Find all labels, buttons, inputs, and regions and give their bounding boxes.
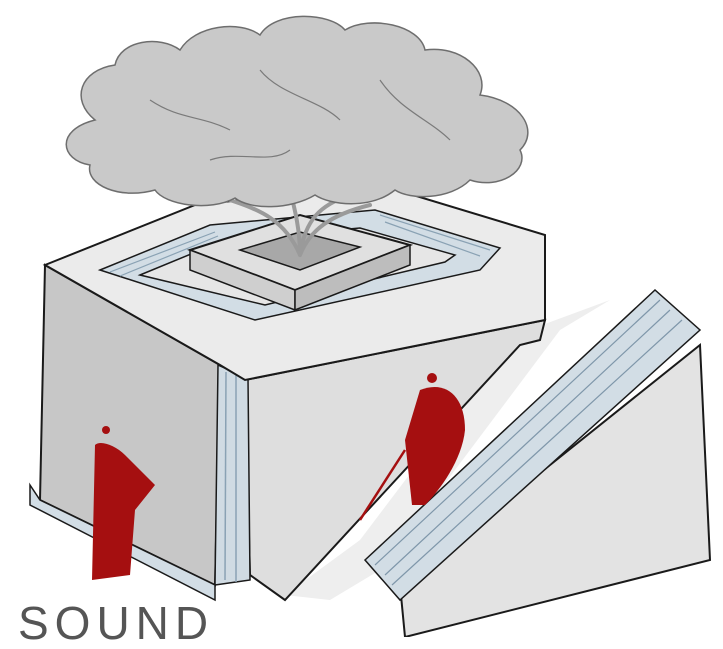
caption-left: SOUND: [18, 600, 214, 646]
tree-canopy-icon: [66, 16, 528, 206]
corner-water-channel: [215, 365, 250, 585]
corner-water-line: [225, 372, 226, 580]
